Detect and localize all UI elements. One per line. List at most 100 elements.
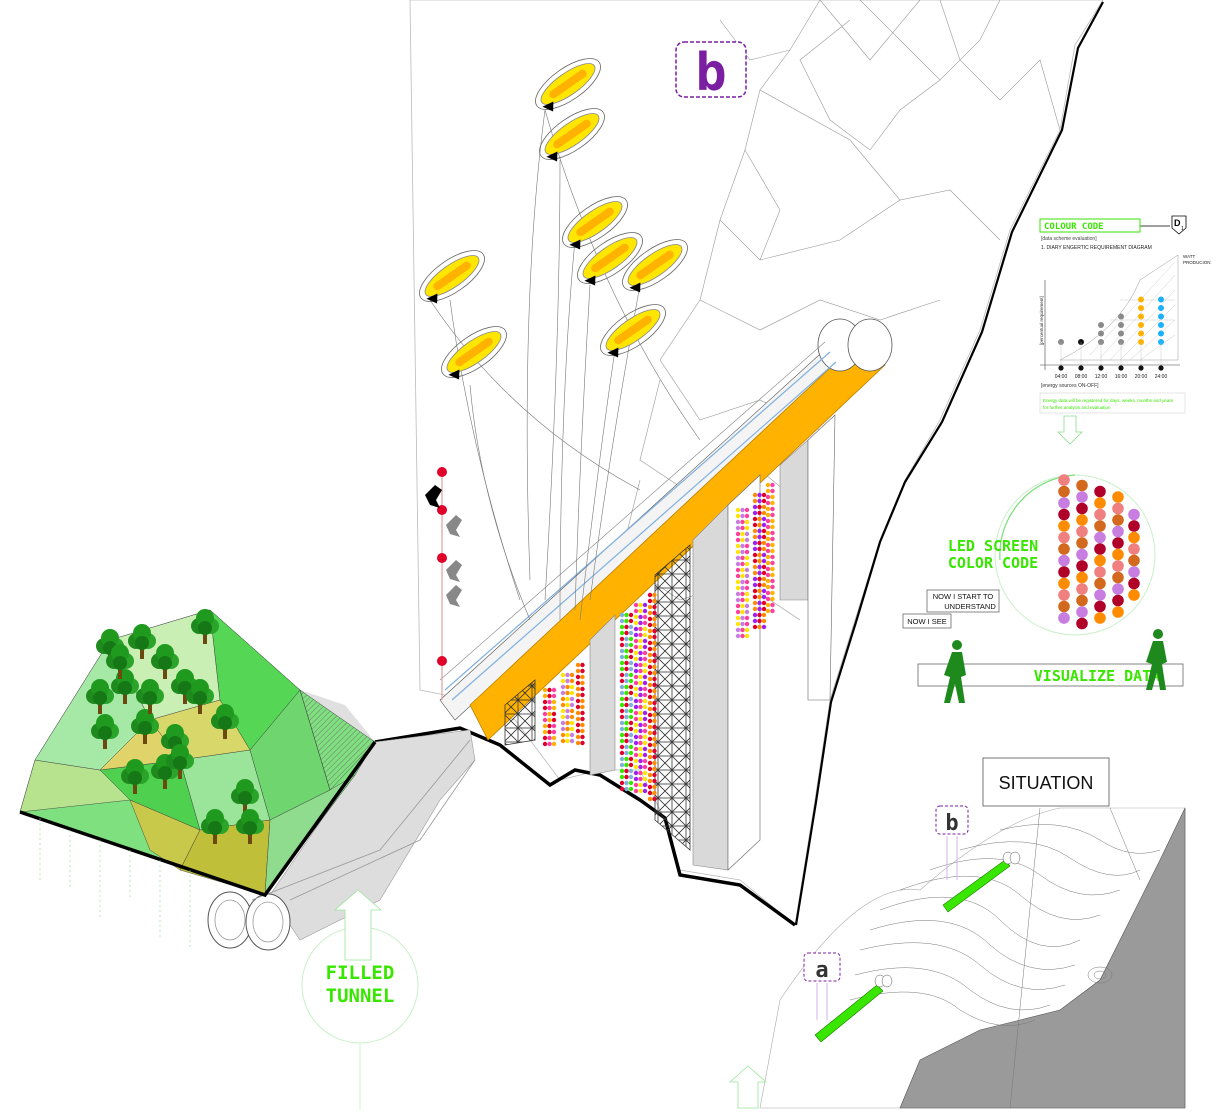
tree-icon [96, 629, 124, 664]
speech1-line2: UNDERSTAND [944, 602, 996, 611]
led-dot [1094, 612, 1106, 624]
speech-bubble-understand: NOW I START TO UNDERSTAND [926, 589, 1000, 613]
panel-title: COLOUR CODE [1044, 222, 1104, 232]
led-dot [1128, 543, 1140, 555]
tree-icon [211, 704, 239, 739]
blimp-balloon-icon [419, 250, 485, 304]
led-dot [1076, 537, 1088, 549]
led-dot [1058, 508, 1070, 521]
arrow-up-icon [728, 1065, 768, 1109]
led-dot [1058, 577, 1070, 590]
person-walking-icon [944, 629, 1167, 703]
led-dot [1112, 571, 1124, 584]
panel-time-label: 16:00 [1115, 374, 1128, 380]
tree-icon [186, 679, 214, 714]
led-dot [1112, 606, 1124, 618]
led-dot [1112, 548, 1124, 561]
led-dot [1058, 474, 1070, 486]
led-dot [1094, 520, 1106, 532]
blimp-balloon-icon [535, 58, 601, 112]
map-marker-a: a [815, 958, 828, 983]
led-dot [1058, 531, 1070, 544]
led-dot [1058, 497, 1070, 509]
led-dot [1094, 508, 1106, 521]
led-dot [1076, 617, 1088, 630]
speech-bubble-see: NOW I SEE [902, 613, 952, 629]
led-dot [1058, 589, 1070, 601]
ground-cut-profile [207, 726, 797, 951]
led-dot [1128, 577, 1140, 590]
panel-subtitle: [data scheme evaluation] [1041, 236, 1097, 242]
tree-icon [131, 709, 159, 744]
dam-structure [439, 318, 893, 871]
led-dot [1076, 583, 1088, 595]
led-dot [1094, 566, 1106, 578]
marker-b-top: b [675, 41, 747, 103]
panel-dot-columns [1058, 296, 1164, 371]
led-dot [1058, 554, 1070, 567]
pole-with-birds [425, 467, 462, 700]
arrow-down-icon [1057, 415, 1083, 445]
tunnel-label-line1: FILLED [326, 962, 395, 984]
tree-icon [128, 624, 156, 659]
tree-icon [121, 759, 149, 794]
tree-icon [91, 714, 119, 749]
led-dot [1112, 594, 1124, 607]
led-screen-columns [542, 482, 775, 802]
led-dot [1094, 543, 1106, 555]
led-dot [1076, 548, 1088, 561]
led-dot [1058, 566, 1070, 578]
tree-icon [106, 644, 134, 679]
tree-icon [191, 609, 219, 644]
led-dot [1094, 600, 1106, 613]
panel-time-label: 24:00 [1155, 374, 1168, 380]
panel-watt-label-1: WATT [1183, 254, 1195, 259]
blimp-balloons [419, 58, 688, 380]
led-dot [1076, 525, 1088, 538]
led-dot [1128, 589, 1140, 601]
tree-icon [236, 809, 264, 844]
panel-note-1: Energy data will be registered for days,… [1043, 398, 1174, 403]
led-dot [1128, 531, 1140, 544]
led-dot [1076, 571, 1088, 584]
led-color-code: LED SCREEN COLOR CODE [948, 474, 1156, 636]
led-dot [1128, 554, 1140, 567]
led-dot [1076, 491, 1088, 503]
speech2-text: NOW I SEE [907, 617, 947, 626]
led-dot [1076, 502, 1088, 515]
panel-badge-sub: 1 [1181, 226, 1184, 232]
situation-map: SITUATION b a [728, 757, 1186, 1109]
led-dot [1058, 612, 1070, 624]
filled-tunnel-callout: FILLED TUNNEL [301, 889, 419, 1110]
led-dot [1112, 491, 1124, 503]
led-dot [1112, 514, 1124, 526]
led-dot [1058, 520, 1070, 532]
arrow-up-icon [333, 889, 383, 961]
panel-footer: [energy sources ON-OFF] [1041, 383, 1099, 389]
led-dot [1128, 566, 1140, 578]
blimp-balloon-icon [441, 326, 507, 380]
led-title-line1: LED SCREEN [948, 537, 1038, 555]
bird-icon [425, 485, 462, 607]
panel-y-axis-label: [percentual requirement] [1039, 296, 1044, 345]
speech1-line1: NOW I START TO [933, 592, 994, 601]
led-dot [1094, 531, 1106, 544]
led-dot [1058, 543, 1070, 555]
tree-icon [166, 744, 194, 779]
panel-time-label: 20:00 [1135, 374, 1148, 380]
led-title-line2: COLOR CODE [948, 554, 1038, 572]
blimp-balloon-icon [562, 196, 628, 250]
tree-icon [136, 679, 164, 714]
forest-trees [86, 609, 264, 844]
panel-diagram-title: 1. DIARY ENGERTIC REQUIREMENT DIAGRAM [1041, 245, 1152, 251]
led-dot [1112, 583, 1124, 595]
led-dot [1094, 497, 1106, 509]
panel-badge: D [1174, 218, 1181, 228]
led-dot [1058, 485, 1070, 498]
situation-label: SITUATION [999, 773, 1094, 793]
blimp-balloon-icon [622, 239, 688, 293]
led-dot [1128, 508, 1140, 521]
led-dot [1112, 560, 1124, 572]
